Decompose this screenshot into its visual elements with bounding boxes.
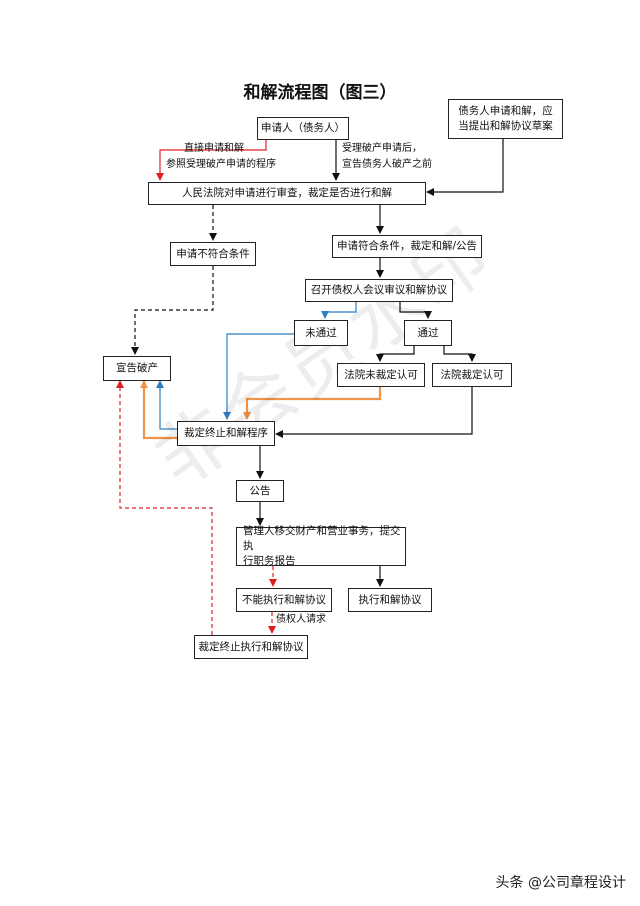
edge-passed-to-approve xyxy=(443,346,476,362)
node-announce: 公告 xyxy=(236,480,284,502)
node-cannot-execute: 不能执行和解协议 xyxy=(236,588,332,612)
node-passed: 通过 xyxy=(404,320,452,346)
node-terminate-execution: 裁定终止执行和解协议 xyxy=(194,635,308,659)
node-execute: 执行和解协议 xyxy=(348,588,432,612)
label-creditor-request: 债权人请求 xyxy=(276,614,326,625)
label-before-declare: 宣告债务人破产之前 xyxy=(342,159,432,170)
label-direct-apply-note: 参照受理破产申请的程序 xyxy=(166,159,276,170)
node-handover-line2: 行职务报告 xyxy=(243,555,296,567)
edge-meeting-to-rejected xyxy=(321,302,357,319)
node-rejected: 未通过 xyxy=(294,320,348,346)
edge-passed-to-not-approve xyxy=(376,346,415,362)
node-court-review: 人民法院对申请进行审查，裁定是否进行和解 xyxy=(148,182,426,205)
node-debtor-draft-line1: 债务人申请和解，应 xyxy=(458,105,553,117)
node-not-meet: 申请不符合条件 xyxy=(170,242,256,266)
edge-not-approve-to-terminate xyxy=(243,387,382,420)
edge-not-meet-to-bankruptcy xyxy=(131,266,214,355)
label-after-accept: 受理破产申请后， xyxy=(342,143,422,154)
edge-terminate-exec-to-bankruptcy xyxy=(116,380,213,635)
edge-rejected-to-terminate xyxy=(223,333,294,420)
edge-draft-to-review xyxy=(426,138,504,196)
edge-approve-to-terminate xyxy=(275,387,473,438)
label-direct-apply: 直接申请和解 xyxy=(184,143,244,154)
diagram-title: 和解流程图（图三） xyxy=(243,83,397,103)
edge-meeting-to-passed xyxy=(399,302,432,319)
edge-terminate-to-bankruptcy-blue xyxy=(156,380,177,430)
node-debtor-draft-line2: 当提出和解协议草案 xyxy=(458,120,553,132)
node-creditors-meeting: 召开债权人会议审议和解协议 xyxy=(305,279,453,302)
footer-credit: 头条 @公司章程设计 xyxy=(495,875,626,891)
node-handover: 管理人移交财产和营业事务，提交执 行职务报告 xyxy=(236,525,406,567)
edge-applicant-direct-apply xyxy=(156,140,267,181)
node-debtor-draft: 债务人申请和解，应 当提出和解协议草案 xyxy=(448,99,563,139)
node-court-not-approve: 法院未裁定认可 xyxy=(337,363,425,387)
node-handover-line1: 管理人移交财产和营业事务，提交执 xyxy=(243,525,401,552)
node-terminate-procedure: 裁定终止和解程序 xyxy=(177,421,275,446)
node-court-approve: 法院裁定认可 xyxy=(432,363,512,387)
node-meet: 申请符合条件，裁定和解/公告 xyxy=(332,235,482,258)
edge-terminate-to-bankruptcy-orange xyxy=(140,380,177,440)
node-declare-bankruptcy: 宣告破产 xyxy=(103,356,171,381)
node-applicant: 申请人（债务人） xyxy=(257,117,349,140)
